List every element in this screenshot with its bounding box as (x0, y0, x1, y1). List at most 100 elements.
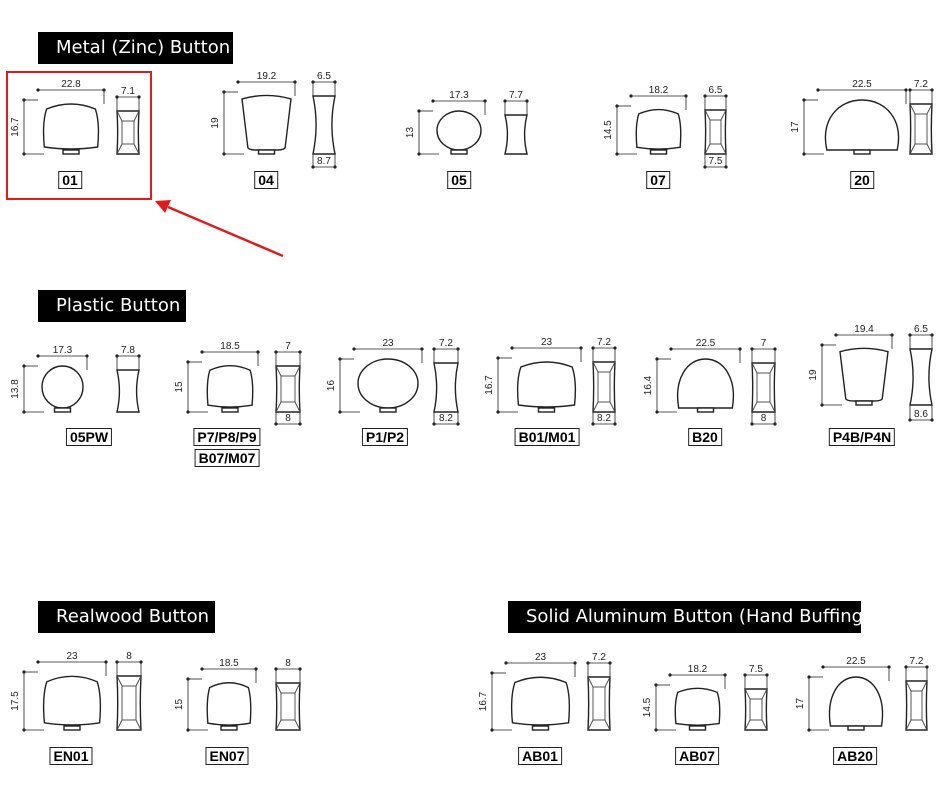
button-front-view (839, 347, 889, 402)
side-view-facet (761, 688, 768, 700)
dimension-dot (908, 418, 912, 422)
height-value: 19 (210, 117, 221, 129)
side-view-facet (709, 119, 722, 145)
dimension-dot (490, 728, 494, 732)
side-view-facet (926, 103, 933, 115)
dimension-dot (338, 357, 342, 361)
button-item: 22.816.77.1 (10, 79, 141, 156)
model-code-label: AB20 (833, 747, 877, 765)
section-header-plastic: Plastic Button (38, 290, 186, 322)
button-front-view (206, 364, 254, 408)
side-view-facet (275, 401, 282, 413)
button-stem (221, 407, 239, 413)
button-side-view (504, 114, 528, 155)
side-view-facet (275, 719, 282, 731)
dimension-dot (22, 98, 26, 102)
button-front-view (206, 682, 252, 726)
width-value: 23 (535, 652, 547, 663)
button-front-view (42, 103, 100, 150)
side-top-value: 7.5 (749, 664, 763, 675)
side-view-facet (592, 401, 599, 413)
button-stem (855, 400, 873, 406)
model-code-label: AB07 (675, 747, 719, 765)
model-code-label: 04 (254, 171, 278, 189)
dimension-dot (137, 95, 141, 99)
dimension-dot (186, 360, 190, 364)
dimension-dot (22, 670, 26, 674)
button-front-view (41, 365, 84, 409)
side-view-facet (116, 143, 123, 155)
side-top-value: 8 (285, 658, 291, 669)
model-code-label: 05PW (65, 428, 113, 446)
dimension-dot (333, 80, 337, 84)
side-top-value: 7 (285, 341, 291, 352)
section-header-aluminum: Solid Aluminum Button (Hand Buffing) (508, 601, 870, 633)
side-view-facet (720, 109, 727, 121)
width-value: 22.5 (696, 338, 716, 349)
dimension-dot (222, 90, 226, 94)
side-view-facet (280, 692, 296, 721)
dimension-dot (834, 333, 838, 337)
dimension-dot (629, 94, 633, 98)
side-view-facet (914, 113, 928, 145)
dimension-dot (338, 410, 342, 414)
model-code-label: 01 (58, 171, 82, 189)
side-view-facet (769, 401, 776, 413)
side-view-facet (116, 675, 123, 687)
side-view-facet (905, 680, 912, 692)
model-code-label: B01/M01 (514, 428, 580, 446)
side-view-facet (275, 365, 282, 377)
side-view-facet (592, 361, 599, 373)
dimension-dot (908, 88, 912, 92)
dimension-dot (586, 661, 590, 665)
dimension-dot (654, 728, 658, 732)
section-header-metal: Metal (Zinc) Button (38, 32, 233, 64)
button-front-view (635, 108, 682, 150)
dimension-dot (904, 665, 908, 669)
button-front-view (828, 676, 884, 727)
side-view-facet (751, 362, 758, 374)
button-side-view (433, 362, 459, 413)
button-front-view (241, 94, 292, 151)
dimension-dot (655, 410, 659, 414)
width-value: 23 (382, 338, 394, 349)
dimension-dot (274, 667, 278, 671)
side-bottom-value: 7.5 (709, 156, 723, 167)
dimension-dot (773, 422, 777, 426)
dimension-dot (22, 364, 26, 368)
model-code-label: 07 (646, 171, 670, 189)
side-view-facet (609, 361, 616, 373)
side-top-value: 7.2 (597, 337, 611, 348)
width-value: 18.5 (219, 658, 239, 669)
dimension-dot (802, 98, 806, 102)
side-view-facet (921, 719, 928, 731)
side-view-facet (121, 120, 135, 145)
side-view-facet (597, 371, 611, 403)
dimension-dot (298, 667, 302, 671)
dimension-dot (820, 343, 824, 347)
dimension-dot (115, 354, 119, 358)
side-view-facet (116, 110, 123, 122)
side-view-facet (704, 109, 711, 121)
dimension-dot (821, 665, 825, 669)
dimension-dot (274, 350, 278, 354)
side-view-facet (275, 682, 282, 694)
dimension-dot (765, 673, 769, 677)
dimension-dot (615, 152, 619, 156)
side-top-value: 6.5 (709, 85, 723, 96)
side-view-facet (592, 686, 606, 721)
side-view-facet (704, 143, 711, 155)
dimension-dot (613, 422, 617, 426)
dimension-dot (431, 99, 435, 103)
button-item: 17.313.87.8 (10, 345, 141, 414)
button-stem (847, 725, 865, 731)
button-item: 22.516.478 (643, 338, 777, 426)
side-view-facet (756, 372, 771, 403)
side-view-facet (769, 362, 776, 374)
